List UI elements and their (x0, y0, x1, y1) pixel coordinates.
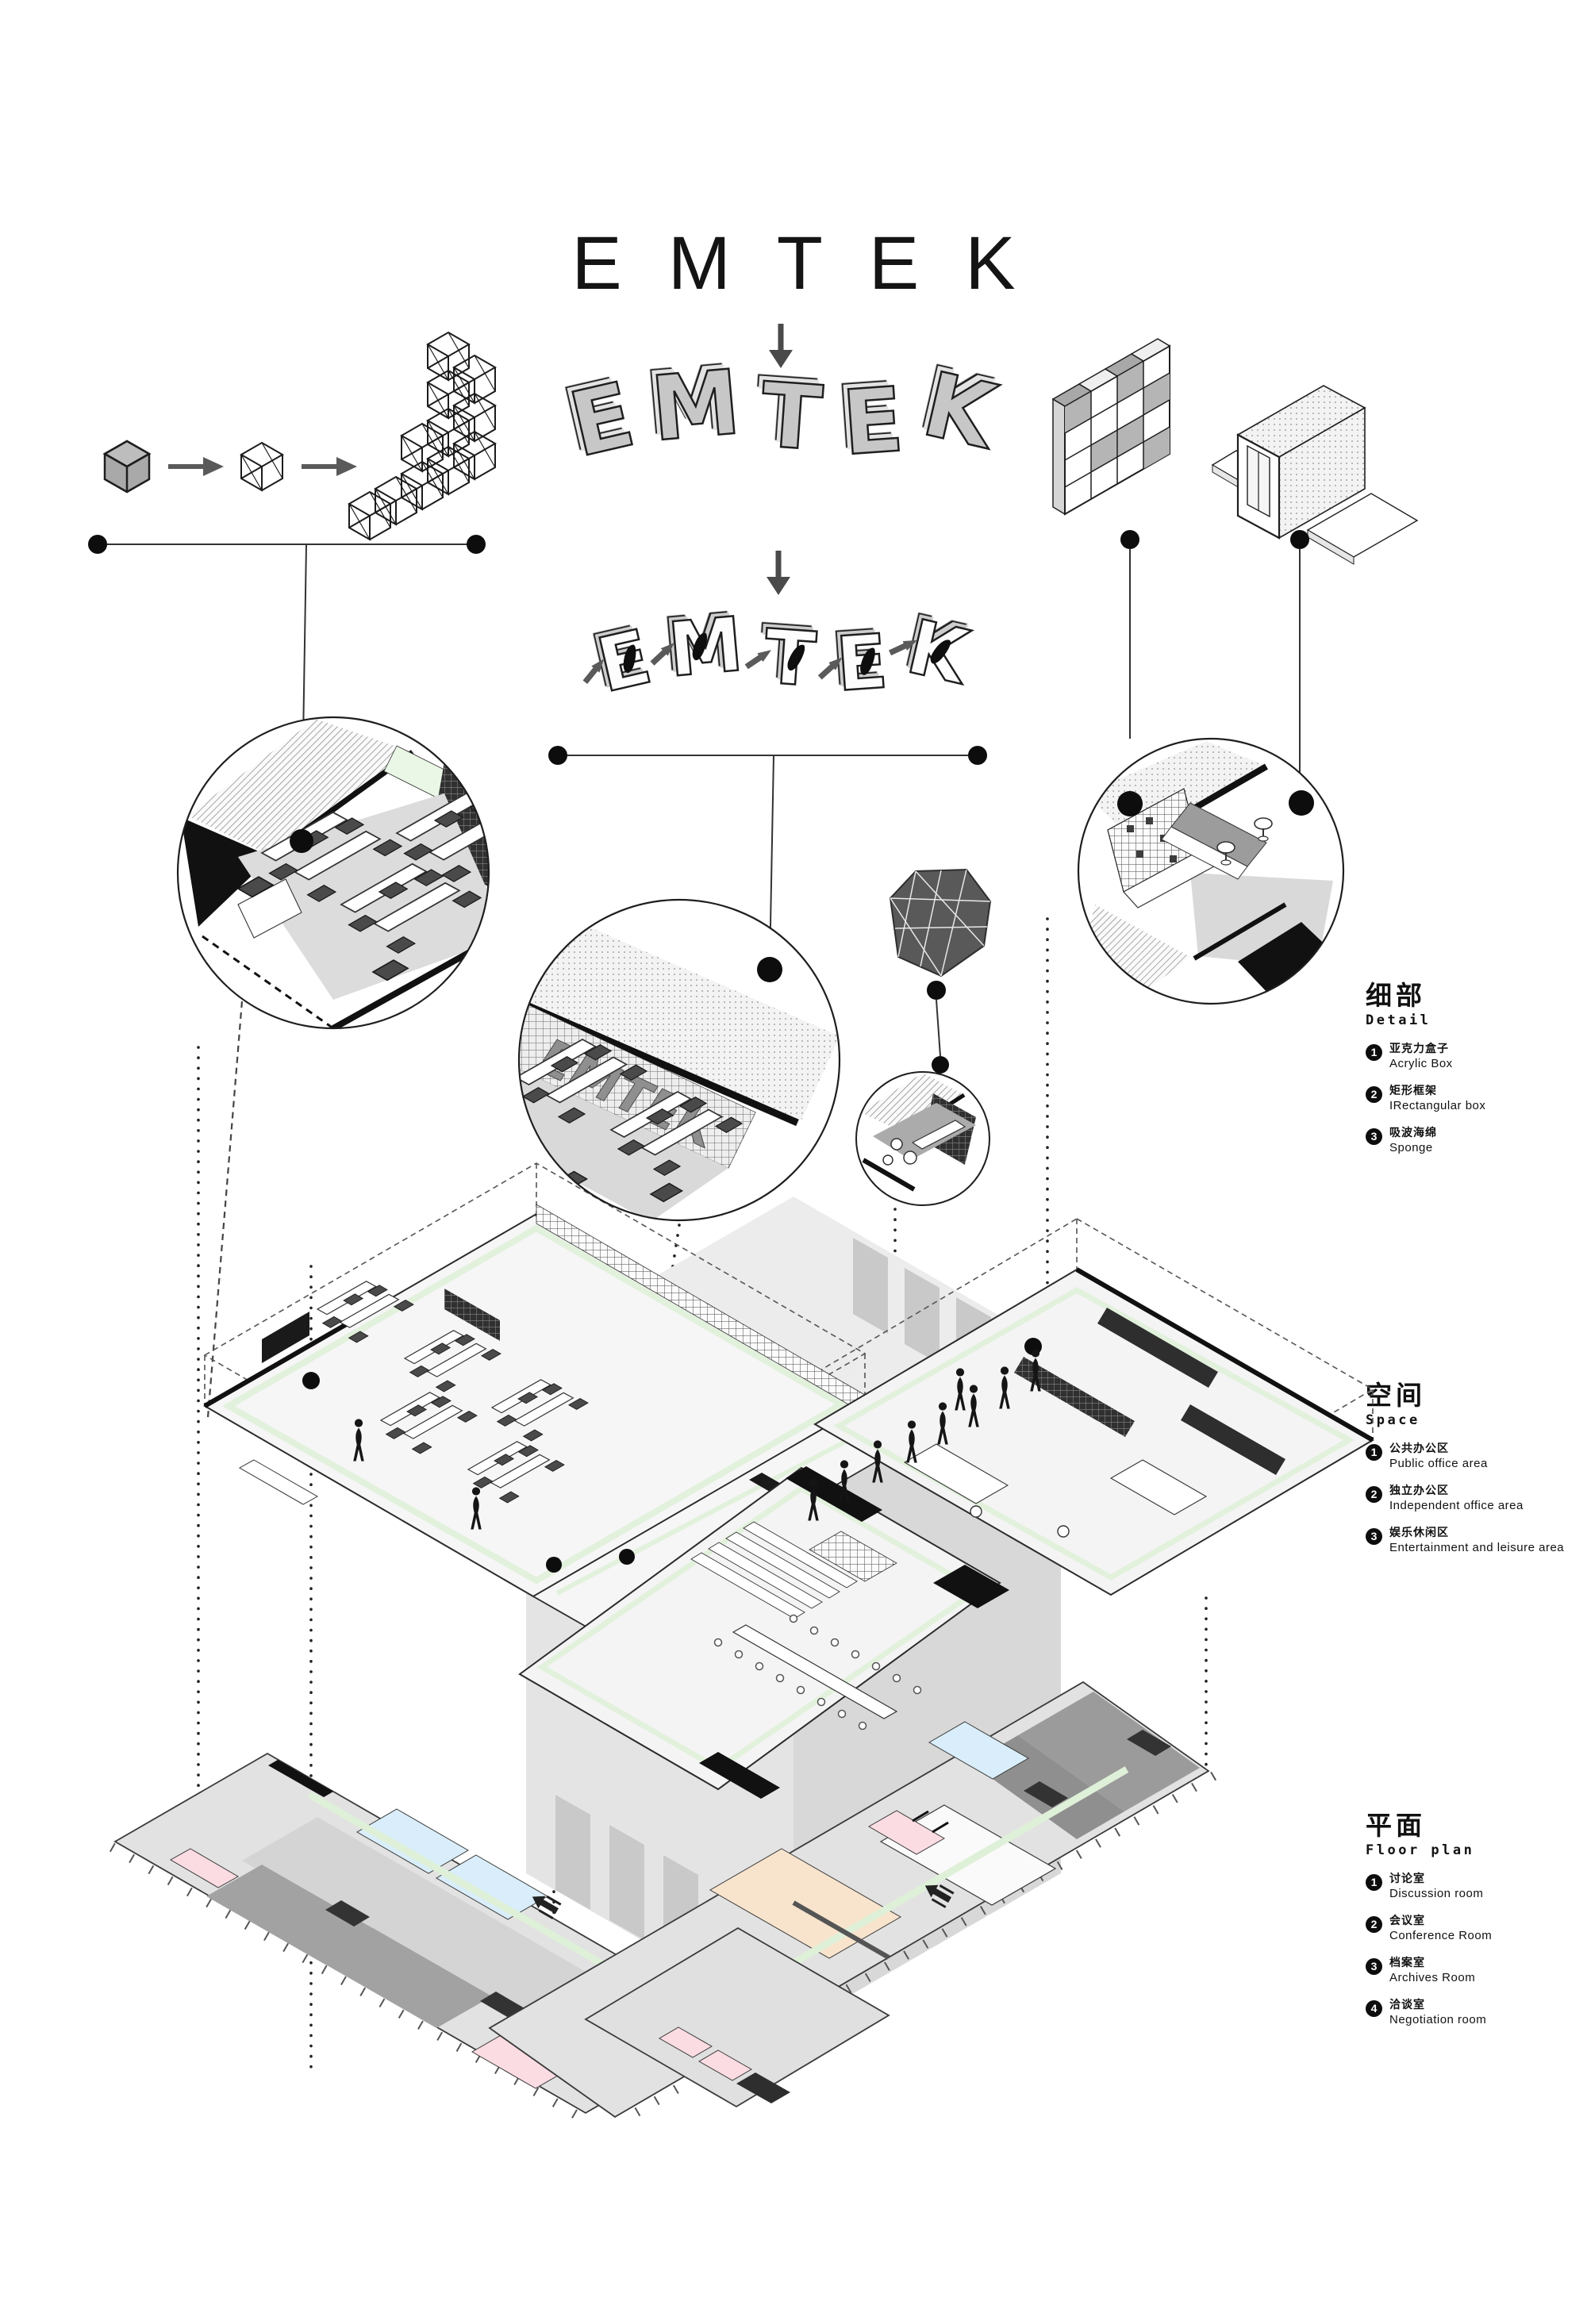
connector-dot (932, 1056, 949, 1074)
guide-dashed-line (206, 1001, 244, 1418)
legend-item-label-zh: 矩形框架 (1389, 1083, 1437, 1097)
legend-item-label-en: Negotiation room (1389, 2012, 1487, 2026)
legend-item-label-en: Discussion room (1389, 1886, 1484, 1900)
connector-dot (546, 1557, 562, 1573)
legend-item: 1 亚克力盒子 Acrylic Box (1366, 1040, 1584, 1070)
legend-item-number: 2 (1366, 1085, 1382, 1103)
legend-item-label-zh: 讨论室 (1389, 1871, 1425, 1884)
legend-item-number: 1 (1366, 1043, 1382, 1061)
solid-cube-icon (102, 440, 152, 494)
poster-title: EMTEK (571, 221, 1062, 305)
arrow-right-icon (302, 457, 357, 476)
connector-dot (927, 981, 946, 1000)
legend-item: 1 讨论室 Discussion room (1366, 1870, 1584, 1900)
legend-item-number: 2 (1366, 1485, 1382, 1503)
connector-line (88, 535, 486, 840)
voxel-aggregation-icon (348, 332, 496, 540)
floor-plan-plate (110, 1681, 1217, 2126)
legend-item-number: 1 (1366, 1873, 1382, 1891)
legend-detail-title-zh: 细部 (1366, 981, 1426, 1010)
legend-item-number: 3 (1366, 1127, 1382, 1145)
legend-item-label-zh: 吸波海绵 (1389, 1125, 1437, 1139)
legend-item-label-en: Archives Room (1389, 1970, 1476, 1984)
middle-floor-plate (203, 1162, 1374, 1799)
legend-item: 2 会议室 Conference Room (1366, 1912, 1584, 1942)
legend-floor-plan-title-en: Floor plan (1366, 1842, 1475, 1858)
legend-space-title-en: Space (1366, 1412, 1420, 1428)
entrance-arrow-icon (532, 1884, 955, 1919)
dashed-volume (203, 1162, 1374, 1596)
detail-circle-meeting-room (855, 1071, 990, 1206)
legend-item: 2 独立办公区 Independent office area (1366, 1482, 1584, 1512)
connector-dot (290, 829, 313, 853)
legend-detail-title-en: Detail (1366, 1012, 1431, 1028)
legend-item-label-zh: 娱乐休闲区 (1389, 1525, 1449, 1538)
legend-item-label-zh: 独立办公区 (1389, 1483, 1449, 1496)
arrow-down-icon (767, 551, 790, 595)
legend-item-number: 3 (1366, 1527, 1382, 1545)
detail-circle-lattice-wall: EMTEK (517, 898, 841, 1222)
rectangular-tube-diagram (1211, 385, 1419, 774)
detail-circle-office (176, 716, 490, 1030)
voxel-wall-diagram (1051, 338, 1171, 739)
legend-item-number: 2 (1366, 1915, 1382, 1933)
legend-item-label-en: Entertainment and leisure area (1389, 1540, 1565, 1554)
connector-dot (1117, 791, 1143, 816)
legend-item: 3 娱乐休闲区 Entertainment and leisure area (1366, 1524, 1584, 1554)
auditorium-stools (713, 1614, 922, 1731)
legend-item-label-zh: 洽谈室 (1389, 1997, 1425, 2011)
wireframe-cube-icon (240, 442, 283, 491)
legend-item-label-en: Public office area (1389, 1456, 1488, 1470)
legend-item-label-en: Sponge (1389, 1140, 1433, 1154)
legend-item-number: 3 (1366, 1957, 1382, 1975)
connector-dot (1120, 530, 1139, 549)
connector-dot (1289, 790, 1314, 816)
legend-item-label-en: IRectangular box (1389, 1098, 1486, 1112)
connector-dot (757, 957, 782, 982)
legend-item: 1 公共办公区 Public office area (1366, 1440, 1584, 1470)
connector-dot (619, 1549, 635, 1565)
legend-item-number: 1 (1366, 1443, 1382, 1461)
legend-item-label-zh: 档案室 (1389, 1955, 1425, 1969)
arrow-down-icon (769, 324, 793, 368)
cube-process-diagram (88, 332, 496, 840)
connector-dot (302, 1372, 320, 1389)
legend-item-label-en: Acrylic Box (1389, 1056, 1453, 1070)
legend-item-label-zh: 会议室 (1389, 1913, 1425, 1926)
hexagon-panel-icon (889, 868, 992, 978)
legend-item-label-en: Independent office area (1389, 1498, 1524, 1512)
legend-item-number: 4 (1366, 1999, 1382, 2017)
connector-dot (1290, 530, 1309, 549)
legend-floor-plan-title-zh: 平面 (1366, 1811, 1426, 1840)
legend-space: 空间 Space 1 公共办公区 Public office area 2 独立办公区 I… (1366, 1381, 1584, 1554)
legend-item-label-zh: 亚克力盒子 (1389, 1041, 1449, 1054)
legend-space-title-zh: 空间 (1366, 1381, 1426, 1410)
legend-floor-plan: 平面 Floor plan 1 讨论室 Discussion room 2 会议室 Con… (1366, 1811, 1584, 2026)
arrow-right-icon (168, 457, 224, 476)
legend-item-label-zh: 公共办公区 (1389, 1441, 1449, 1454)
detail-circle-lounge (1077, 737, 1345, 1005)
legend-item-label-en: Conference Room (1389, 1928, 1493, 1942)
